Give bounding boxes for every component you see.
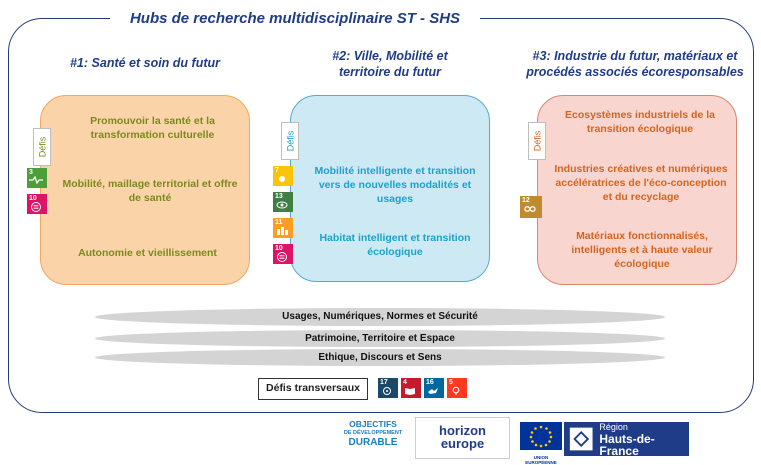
main-title: Hubs de recherche multidisciplinaire ST …	[110, 8, 480, 30]
hub-2-title-line1: #2: Ville, Mobilité et	[332, 49, 448, 63]
sdg-4-number: 4	[403, 379, 407, 386]
hub-1-challenge-2: Mobilité, maillage territorial et offre …	[62, 178, 238, 204]
odd-logo-line2: DE DÉVELOPPEMENT	[343, 430, 403, 436]
hub-1-box	[40, 95, 250, 285]
hub-3-defis-tab: Défis	[528, 122, 546, 160]
sdg-10-number: 10	[29, 195, 37, 202]
book-icon	[405, 388, 415, 395]
hub-1-title: #1: Santé et soin du futur	[40, 55, 250, 71]
region-logo-line1: Région	[599, 422, 628, 432]
eu-flag-logo: UNION EUROPÉENNE	[520, 422, 562, 465]
hub-1-defis-tab: Défis	[33, 128, 51, 166]
hub-1-defis-label: Défis	[37, 136, 48, 158]
sdg-3-icon: 3	[27, 168, 47, 188]
hub-2-challenge-2: Habitat intelligent et transition écolog…	[319, 232, 471, 258]
odd-logo: OBJECTIFS DE DÉVELOPPEMENT DURABLE	[343, 420, 403, 458]
region-logo-line2: Hauts-de-France	[599, 432, 655, 458]
sdg-11-number: 11	[275, 219, 283, 226]
band-usages: Usages, Numériques, Normes et Sécurité	[95, 308, 665, 326]
flower-icon	[383, 387, 391, 395]
infinity-icon	[524, 206, 536, 212]
hub-3-box	[537, 95, 737, 285]
hub-2-title: #2: Ville, Mobilité et territoire du fut…	[290, 48, 490, 80]
sdg-17-number: 17	[380, 379, 388, 386]
sdg-7-icon: 7	[273, 166, 293, 186]
horizon-logo-line1: horizon	[439, 423, 486, 438]
hub-3-challenge-2: Industries créatives et numériques accél…	[554, 163, 728, 203]
heartbeat-icon	[29, 175, 43, 185]
horizon-logo-line2: europe	[440, 436, 485, 451]
sdg-10-icon-hub2: 10	[273, 244, 293, 264]
horizon-europe-logo: horizon europe	[415, 417, 510, 459]
hub-3-title: #3: Industrie du futur, matériaux et pro…	[510, 48, 760, 80]
equals-icon	[31, 202, 41, 212]
hub-2-defis-tab: Défis	[281, 122, 299, 160]
eu-caption: UNION EUROPÉENNE	[525, 455, 557, 465]
hub-3-defis-label: Défis	[532, 130, 543, 152]
hub-3-title-line2: procédés associés écoresponsables	[526, 65, 744, 79]
hub-3-challenge-3: Matériaux fonctionnalisés, intelligents …	[571, 230, 713, 270]
hub-1-challenge-3: Autonomie et vieillissement	[78, 247, 217, 259]
sdg-7-number: 7	[275, 167, 279, 174]
eu-flag-icon	[520, 422, 562, 450]
hub-2-title-line2: territoire du futur	[338, 65, 442, 79]
sdg-13-icon: 13	[273, 192, 293, 212]
sdg-16-number: 16	[426, 379, 434, 386]
region-emblem-icon	[569, 427, 593, 451]
transversal-label-box: Défis transversaux	[258, 378, 368, 400]
sdg-16-icon: 16	[424, 378, 444, 398]
equals-icon	[277, 252, 287, 262]
hub-2-box	[290, 95, 490, 282]
eye-icon	[276, 201, 288, 209]
sdg-4-icon: 4	[401, 378, 421, 398]
region-text: Région Hauts-de-France	[599, 421, 689, 457]
hub-1-title-line1: #1: Santé et soin du futur	[69, 56, 220, 70]
sdg-3-number: 3	[29, 169, 33, 176]
sdg-5-number: 5	[449, 379, 453, 386]
sdg-13-number: 13	[275, 193, 283, 200]
dove-icon	[428, 388, 438, 394]
sdg-5-icon: 5	[447, 378, 467, 398]
odd-logo-line1: OBJECTIFS	[349, 419, 397, 429]
sdg-10-icon: 10	[27, 194, 47, 214]
sdg-12-icon: 12	[520, 196, 542, 218]
transversal-label: Défis transversaux	[266, 382, 360, 394]
sdg-12-number: 12	[522, 197, 530, 204]
hub-1-challenge-1: Promouvoir la santé et la transformation…	[90, 115, 215, 141]
odd-logo-line3: DURABLE	[348, 437, 398, 448]
sun-icon	[279, 176, 285, 182]
sdg-11-icon: 11	[273, 218, 293, 238]
sdg-10-number-hub2: 10	[275, 245, 283, 252]
band-ethique: Ethique, Discours et Sens	[95, 349, 665, 366]
hub-3-title-line1: #3: Industrie du futur, matériaux et	[532, 49, 738, 63]
hub-2-defis-label: Défis	[285, 130, 296, 152]
hub-2-challenge-1: Mobilité intelligente et transition vers…	[314, 165, 476, 205]
gender-icon	[452, 386, 460, 395]
city-icon	[277, 227, 288, 235]
band-patrimoine: Patrimoine, Territoire et Espace	[95, 330, 665, 347]
sdg-17-icon: 17	[378, 378, 398, 398]
region-hdf-logo: Région Hauts-de-France	[564, 421, 689, 457]
hub-3-challenge-1: Ecosystèmes industriels de la transition…	[565, 109, 715, 135]
